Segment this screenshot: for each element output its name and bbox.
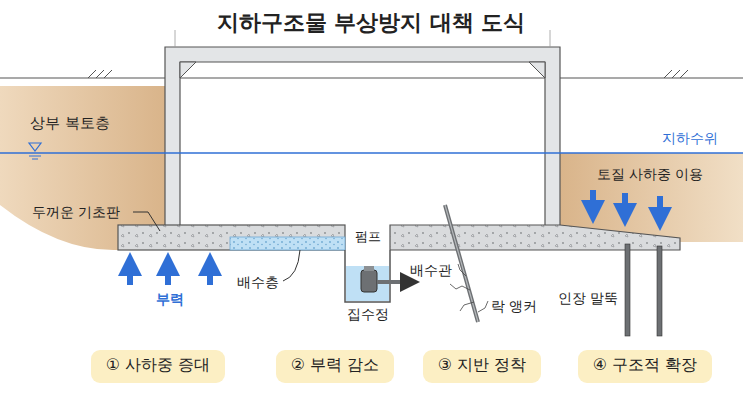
sump-pit [345,250,390,302]
tension-pile [657,246,662,336]
part-label: 배수관 [410,262,452,279]
tension-pile [625,244,630,336]
leader-line [133,212,160,231]
measure-box: ② 부력 감소 [276,350,395,383]
wall-line [175,30,176,47]
structure-wall [165,47,560,226]
ground-cracks [450,264,488,312]
part-label: 상부 복토층 [30,114,110,132]
part-label: 집수정 [347,306,389,323]
measure-text: ④ 구조적 확장 [592,355,699,376]
part-label: 토질 사하중 이용 [597,166,704,183]
drainage-layer [230,237,345,250]
measure-text: ① 사하중 증대 [105,355,212,376]
pump-top [364,266,374,271]
base-slab [118,225,345,250]
water-symbol [29,143,41,159]
extended-slab [390,225,680,250]
pump [361,270,377,292]
part-label: 두꺼운 기초판 [32,204,120,221]
part-label: 배수층 [237,274,279,291]
diagram-title: 지하구조물 부상방지 대책 도식 [217,8,526,38]
part-label: 인장 말뚝 [558,290,618,307]
measure-text: ③ 지반 정착 [437,355,528,376]
measure-text: ② 부력 감소 [290,355,381,376]
wall-line [550,30,551,47]
measure-box: ① 사하중 증대 [91,350,226,383]
measure-box: ④ 구조적 확장 [578,350,713,383]
haunch [180,62,545,78]
load-arrow [593,190,660,219]
part-label: 락 앵커 [491,298,537,315]
buoyancy-arrow [130,264,210,285]
part-label: 지하수위 [662,130,718,147]
part-label: 부력 [156,291,184,308]
measure-box: ③ 지반 정착 [423,350,542,383]
water-table-line [0,152,743,154]
part-label: 펌프 [355,229,381,245]
ground-line [0,77,743,78]
drain-pipe [377,280,410,284]
leader-line [283,250,300,281]
